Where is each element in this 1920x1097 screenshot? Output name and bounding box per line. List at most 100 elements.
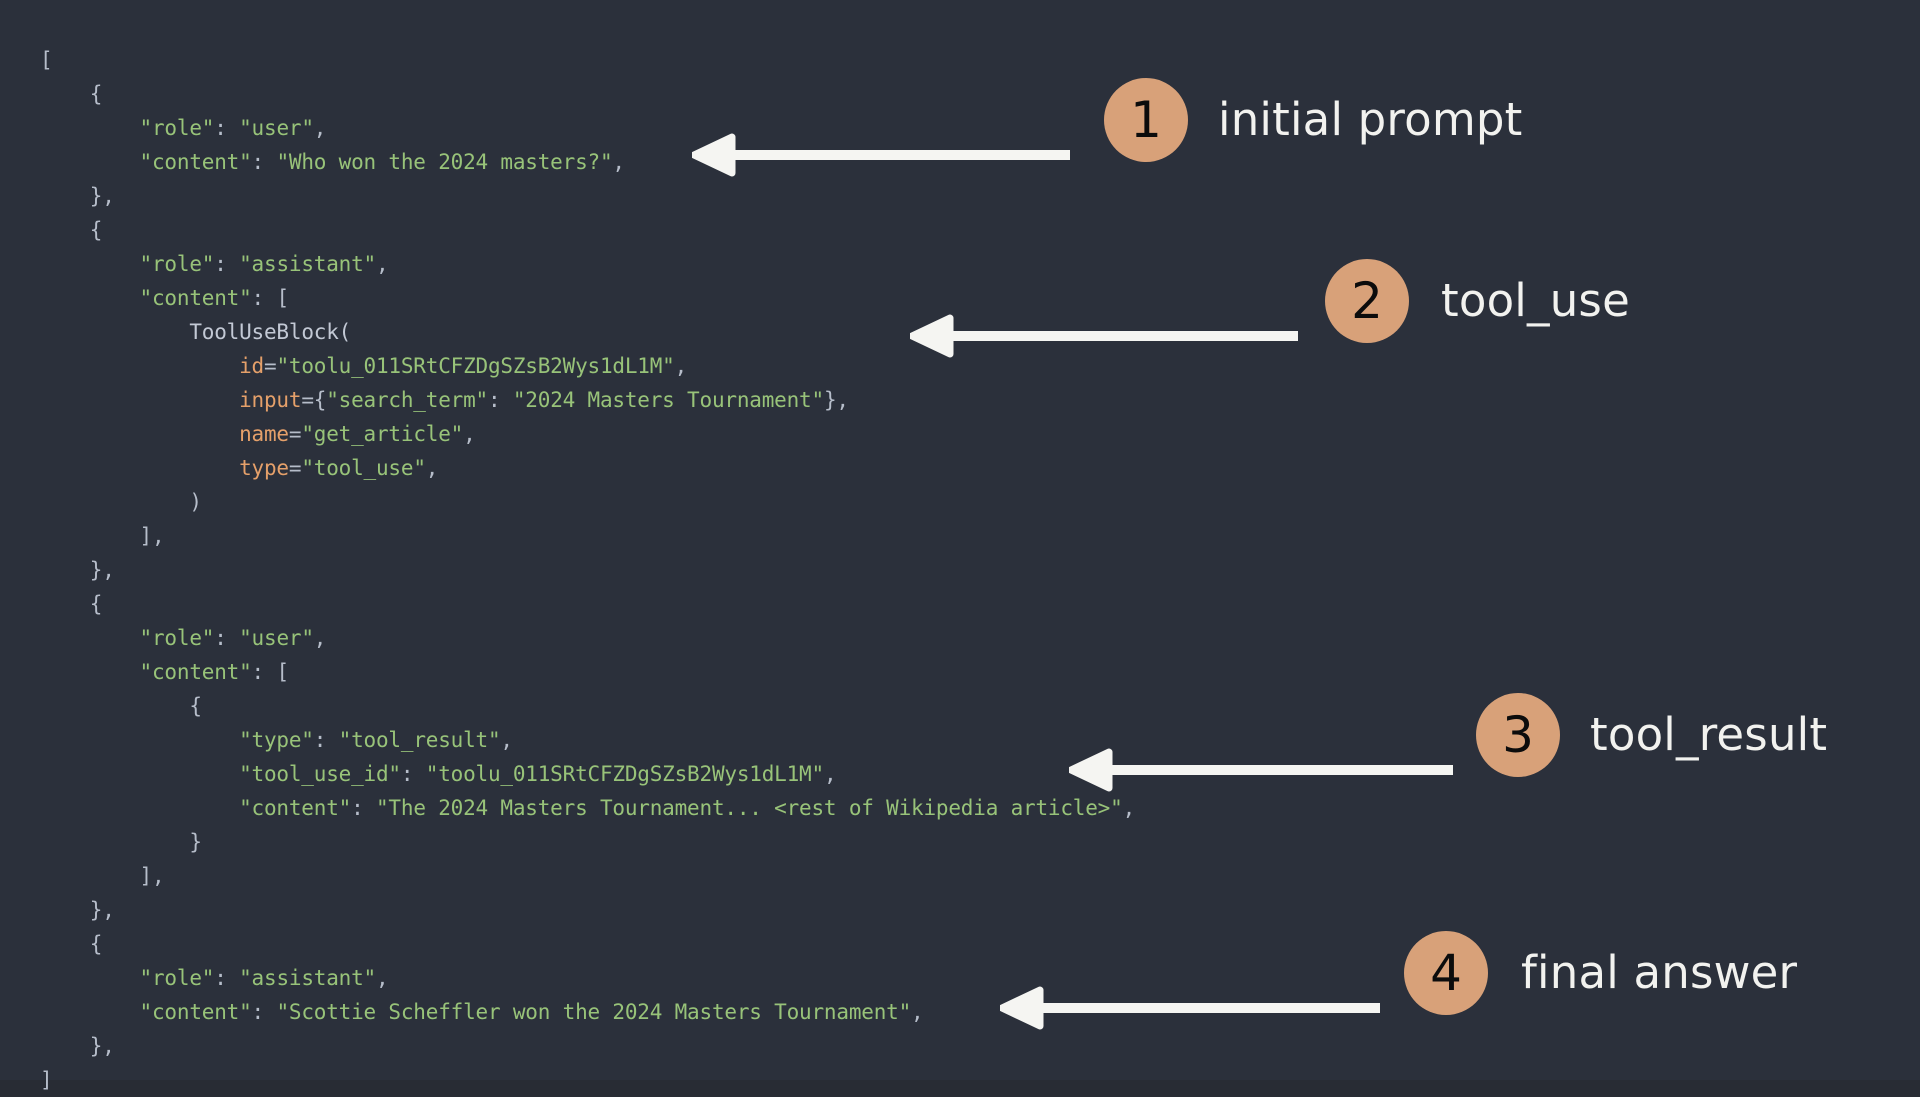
code-token-punct: , [674, 354, 688, 378]
code-token-punct: : [251, 1000, 277, 1024]
annotation-badge-4: 4 [1404, 931, 1488, 1015]
code-token-punct: = [288, 456, 302, 480]
code-line: ], [40, 519, 1340, 553]
code-line: "tool_use_id": "toolu_011SRtCFZDgSZsB2Wy… [40, 757, 1340, 791]
code-token-punct: , [463, 422, 476, 446]
code-token-punct: [ [276, 286, 289, 310]
code-token-str: "content" [139, 286, 252, 310]
code-line: { [40, 213, 1340, 247]
code-token-punct: , [1122, 796, 1136, 820]
code-line: } [40, 825, 1340, 859]
code-token-punct: : [400, 762, 426, 786]
code-token-punct: : [214, 966, 240, 990]
code-token-str: "assistant" [239, 252, 376, 276]
code-token-punct: }, [89, 1034, 115, 1058]
code-token-kw: input [239, 388, 302, 412]
code-token-str: "tool_use" [301, 456, 426, 480]
code-line: "role": "user", [40, 111, 1340, 145]
code-line: { [40, 689, 1340, 723]
code-token-punct: : [251, 286, 277, 310]
code-token-punct: , [500, 728, 513, 752]
code-token-str: "type" [239, 728, 314, 752]
code-token-punct: [ [40, 48, 53, 72]
annotation-label-2: tool_use [1441, 274, 1630, 327]
code-token-kw: id [239, 354, 264, 378]
code-line: "content": "The 2024 Masters Tournament.… [40, 791, 1340, 825]
code-token-cls: ToolUseBlock( [189, 320, 352, 344]
code-line: type="tool_use", [40, 451, 1340, 485]
code-token-punct: : [214, 252, 240, 276]
code-token-punct: : [487, 388, 513, 412]
code-line: "content": "Who won the 2024 masters?", [40, 145, 1340, 179]
code-line: "role": "assistant", [40, 247, 1340, 281]
code-token-punct: }, [823, 388, 849, 412]
code-token-punct: }, [89, 558, 115, 582]
code-token-punct: = [263, 354, 277, 378]
code-line: }, [40, 1029, 1340, 1063]
code-token-punct: , [911, 1000, 924, 1024]
annotation-arrow-1 [692, 133, 1070, 177]
code-token-str: "content" [139, 1000, 252, 1024]
code-line: "type": "tool_result", [40, 723, 1340, 757]
code-line: "content": [ [40, 281, 1340, 315]
code-token-punct: , [375, 966, 389, 990]
code-token-str: "search_term" [326, 388, 488, 412]
code-token-str: "toolu_011SRtCFZDgSZsB2Wys1dL1M" [276, 354, 675, 378]
code-token-punct: }, [89, 184, 115, 208]
code-line: "role": "assistant", [40, 961, 1340, 995]
annotation-badge-3: 3 [1476, 693, 1560, 777]
code-line: [ [40, 43, 1340, 77]
annotation-badge-2: 2 [1325, 259, 1409, 343]
annotation-arrow-4 [1000, 986, 1380, 1030]
code-token-str: "user" [239, 116, 314, 140]
code-token-punct: : [351, 796, 376, 820]
code-token-punct: : [214, 116, 240, 140]
code-token-str: "role" [139, 252, 215, 276]
code-token-str: "tool_result" [338, 728, 501, 752]
code-token-str: "The 2024 Masters Tournament... <rest of… [375, 796, 1123, 820]
code-token-punct: , [375, 252, 389, 276]
code-token-punct: : [251, 150, 277, 174]
code-token-punct: : [313, 728, 339, 752]
code-line: { [40, 77, 1340, 111]
annotation-label-3: tool_result [1590, 708, 1828, 761]
code-line: id="toolu_011SRtCFZDgSZsB2Wys1dL1M", [40, 349, 1340, 383]
code-token-punct: { [89, 932, 103, 956]
annotation-badge-1: 1 [1104, 78, 1188, 162]
code-token-str: "content" [239, 796, 352, 820]
code-token-str: "assistant" [239, 966, 376, 990]
code-token-punct: , [425, 456, 439, 480]
code-line: ) [40, 485, 1340, 519]
code-token-str: "role" [139, 116, 215, 140]
code-token-punct: ], [139, 864, 165, 888]
code-token-str: "role" [139, 966, 215, 990]
code-token-str: "Scottie Scheffler won the 2024 Masters … [276, 1000, 912, 1024]
code-token-punct: } [189, 830, 202, 854]
conversation-json-code: [ { "role": "user", "content": "Who won … [40, 43, 1340, 1097]
code-token-str: "content" [139, 660, 252, 684]
code-token-punct: ], [139, 524, 165, 548]
code-line: ], [40, 859, 1340, 893]
code-token-punct: , [313, 116, 327, 140]
code-token-punct: = [288, 422, 302, 446]
annotation-label-1: initial prompt [1218, 93, 1523, 146]
code-token-punct: ) [189, 490, 202, 514]
annotation-label-4: final answer [1521, 946, 1798, 999]
code-token-punct: }, [89, 898, 115, 922]
code-line: }, [40, 893, 1340, 927]
code-line: ] [40, 1063, 1340, 1097]
code-token-str: "get_article" [301, 422, 464, 446]
code-token-punct: , [823, 762, 837, 786]
code-token-str: "user" [239, 626, 314, 650]
code-token-punct: ] [40, 1068, 53, 1092]
code-line: }, [40, 553, 1340, 587]
code-line: name="get_article", [40, 417, 1340, 451]
code-token-punct: , [313, 626, 327, 650]
code-token-punct: , [612, 150, 625, 174]
code-token-punct: : [214, 626, 240, 650]
code-token-punct: { [89, 82, 103, 106]
code-token-str: "content" [139, 150, 252, 174]
code-token-kw: name [239, 422, 289, 446]
code-line: { [40, 587, 1340, 621]
